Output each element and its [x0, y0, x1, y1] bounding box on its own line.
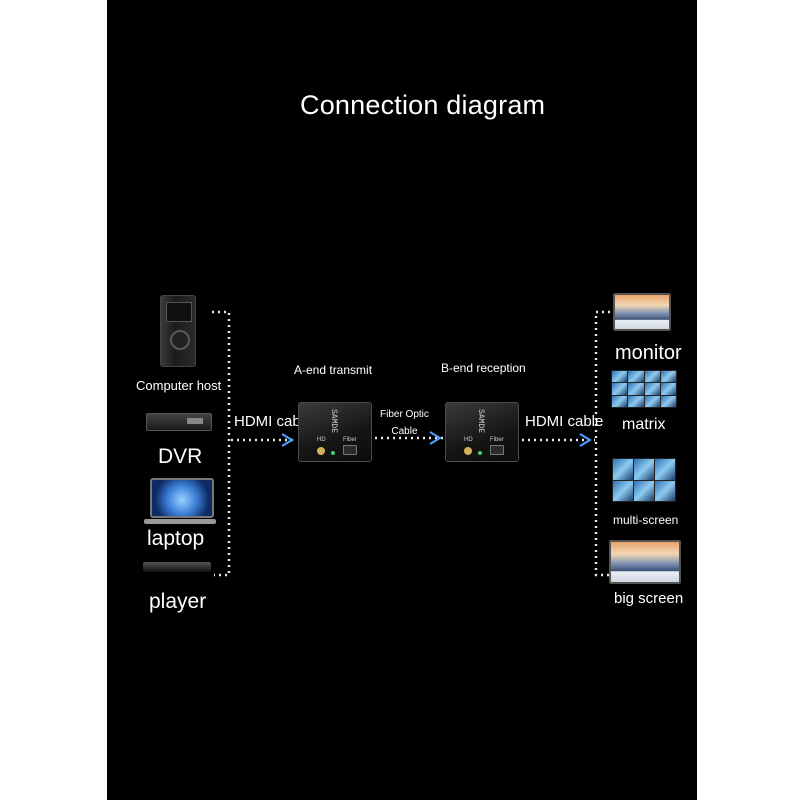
receiver-brand: SAMDE: [476, 409, 485, 458]
computer-tower-icon: [160, 295, 196, 367]
receiver-device: SAMDE HD Fiber: [445, 402, 519, 462]
transmitter-label: A-end transmit: [294, 363, 373, 377]
left-flow-arrow: [281, 433, 294, 447]
computer-host-label: Computer host: [136, 378, 222, 393]
monitor-icon: [613, 293, 671, 331]
multi-screen-icon: [612, 458, 676, 502]
diagram-title: Connection diagram: [300, 90, 546, 120]
left-hdmi-cable-label: HDMI cable: [234, 413, 313, 430]
transmitter-device: SAMDE HD Fiber: [298, 402, 372, 462]
fiber-flow-arrow: [429, 431, 442, 445]
multi-screen-label: multi-screen: [613, 513, 679, 527]
hdmi-port-icon: [464, 447, 472, 455]
laptop-label: laptop: [147, 527, 205, 550]
dvr-icon: [146, 413, 212, 431]
transmitter-brand: SAMDE: [329, 409, 338, 458]
transmitter-hd-port-label: HD: [317, 437, 326, 443]
transmitter-fiber-port-label: Fiber: [343, 437, 357, 443]
diagram-panel: [107, 0, 697, 800]
status-led-icon: [478, 451, 482, 455]
matrix-label: matrix: [622, 416, 666, 433]
receiver-fiber-port-label: Fiber: [490, 437, 504, 443]
source-bracket: [212, 310, 231, 577]
big-screen-label: big screen: [614, 590, 684, 607]
fiber-label-line2: Cable: [391, 426, 418, 437]
fiber-port-icon: [343, 445, 357, 455]
right-flow-arrow: [579, 433, 592, 447]
player-label: player: [149, 590, 207, 613]
player-icon: [143, 562, 211, 572]
big-screen-icon: [609, 540, 681, 584]
dvr-label: DVR: [158, 445, 203, 468]
receiver-hd-port-label: HD: [464, 437, 473, 443]
right-hdmi-cable-label: HDMI cable: [525, 413, 604, 430]
laptop-icon: [144, 478, 216, 524]
matrix-icon: [611, 370, 677, 408]
monitor-label: monitor: [615, 342, 682, 364]
fiber-cable-label: Fiber Optic Cable: [380, 406, 429, 440]
hdmi-port-icon: [317, 447, 325, 455]
destination-bracket: [594, 310, 610, 577]
fiber-port-icon: [490, 445, 504, 455]
receiver-label: B-end reception: [441, 361, 526, 375]
fiber-label-line1: Fiber Optic: [380, 409, 429, 420]
status-led-icon: [331, 451, 335, 455]
